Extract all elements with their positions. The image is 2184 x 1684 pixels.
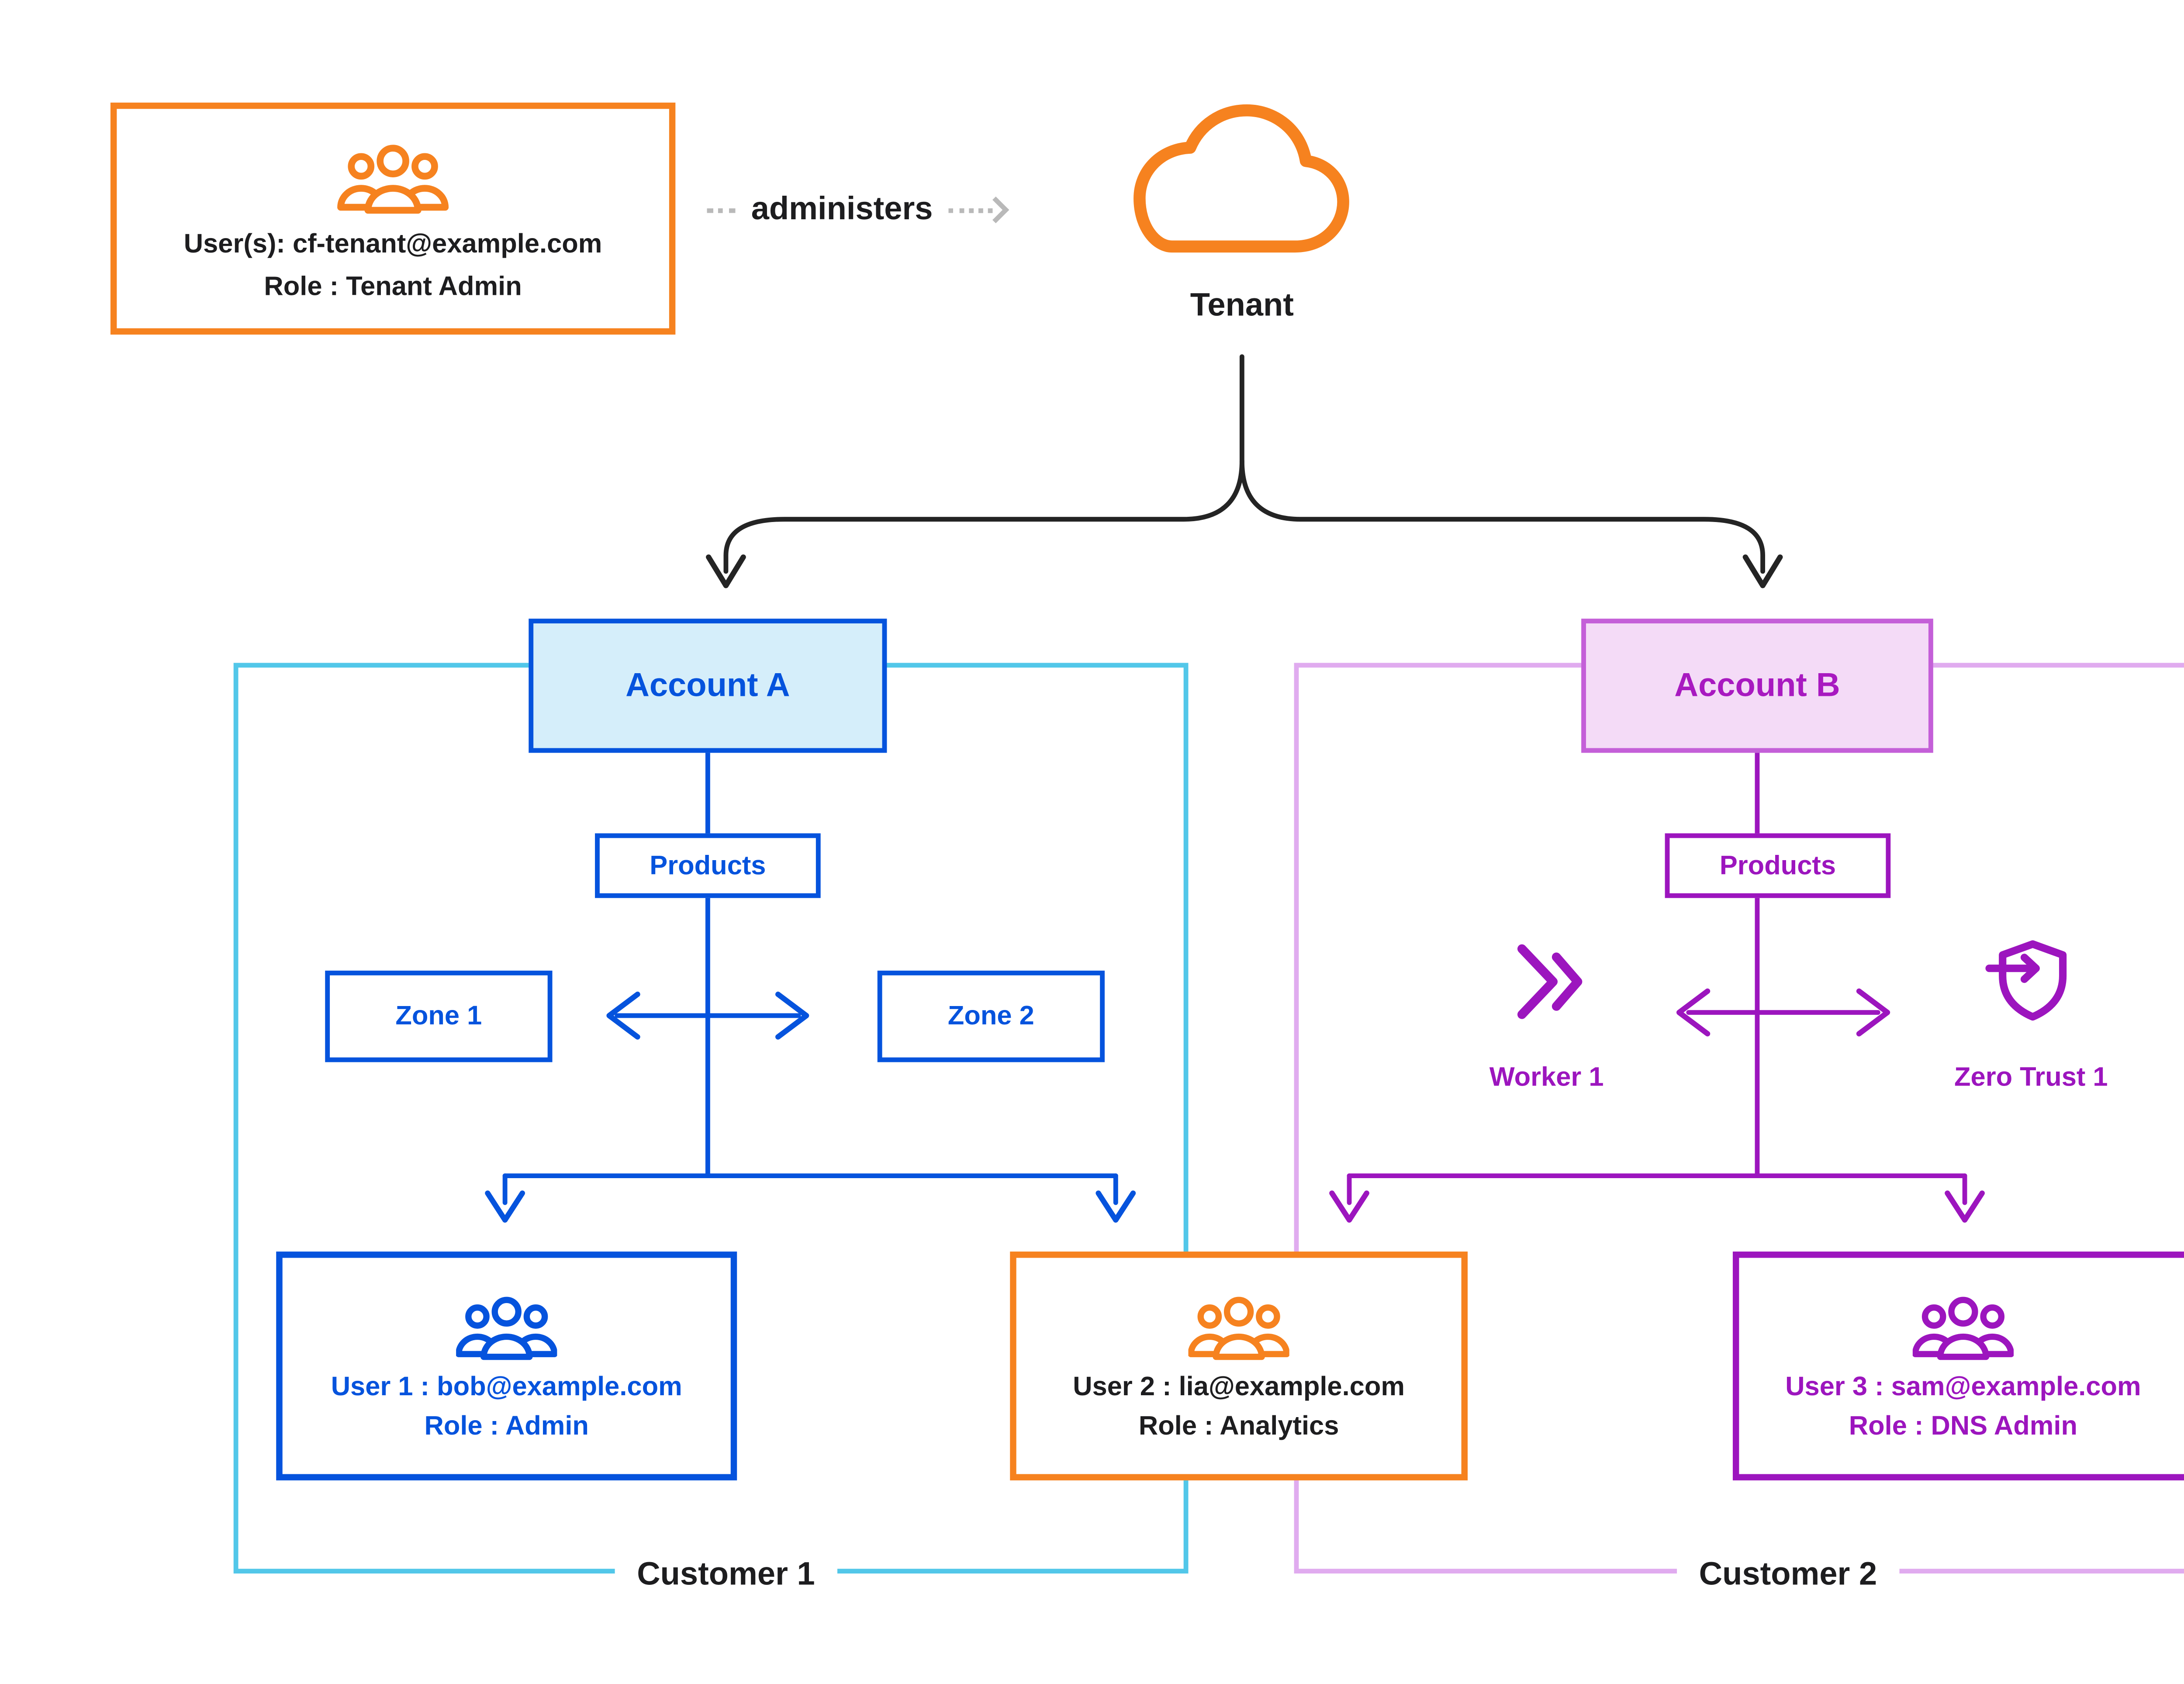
account-a-label: Account A — [625, 667, 790, 703]
products-a-label: Products — [650, 850, 766, 880]
tenant-admin-user-line: User(s): cf-tenant@example.com — [183, 228, 602, 258]
zone-1-box: Zone 1 — [325, 970, 553, 1062]
dotted-line — [707, 207, 736, 212]
users-group-icon — [1188, 1295, 1289, 1364]
users-group-icon — [336, 143, 450, 218]
zone-1-label: Zone 1 — [395, 1000, 482, 1031]
customer-1-label: Customer 1 — [615, 1556, 837, 1594]
administers-label: administers — [751, 191, 933, 228]
account-a-box: Account A — [529, 619, 887, 753]
zone-2-label: Zone 2 — [947, 1000, 1034, 1031]
user-1-box: User 1 : bob@example.com Role : Admin — [276, 1252, 737, 1480]
account-b-box: Account B — [1581, 619, 1933, 753]
products-b-label: Products — [1719, 850, 1836, 880]
users-group-icon — [1912, 1295, 2014, 1364]
user-3-email: User 3 : sam@example.com — [1785, 1370, 2141, 1401]
arrow-right-icon — [982, 196, 1009, 224]
user-1-role: Role : Admin — [424, 1410, 589, 1440]
cloud-icon — [1109, 95, 1375, 273]
dotted-line — [948, 207, 993, 212]
products-a-box: Products — [595, 833, 821, 898]
user-2-role: Role : Analytics — [1138, 1410, 1339, 1440]
tenant-admin-role-line: Role : Tenant Admin — [264, 270, 522, 301]
user-1-email: User 1 : bob@example.com — [331, 1370, 682, 1401]
zone-2-box: Zone 2 — [877, 970, 1105, 1062]
products-b-box: Products — [1665, 833, 1891, 898]
user-3-role: Role : DNS Admin — [1849, 1410, 2078, 1440]
users-group-icon — [456, 1295, 557, 1364]
account-b-label: Account B — [1674, 667, 1840, 703]
user-2-box: User 2 : lia@example.com Role : Analytic… — [1010, 1252, 1468, 1480]
zero-trust-shield-icon — [1985, 939, 2077, 1023]
user-2-email: User 2 : lia@example.com — [1073, 1370, 1405, 1401]
worker-icon — [1506, 941, 1588, 1023]
worker-label: Worker 1 — [1489, 1062, 1604, 1093]
administers-relation: administers — [707, 188, 1009, 232]
user-3-box: User 3 : sam@example.com Role : DNS Admi… — [1732, 1252, 2184, 1480]
tenant-label: Tenant — [1190, 287, 1294, 324]
tenant-admin-box: User(s): cf-tenant@example.com Role : Te… — [110, 102, 676, 335]
zero-trust-label: Zero Trust 1 — [1954, 1062, 2108, 1093]
customer-2-label: Customer 2 — [1677, 1556, 1899, 1594]
